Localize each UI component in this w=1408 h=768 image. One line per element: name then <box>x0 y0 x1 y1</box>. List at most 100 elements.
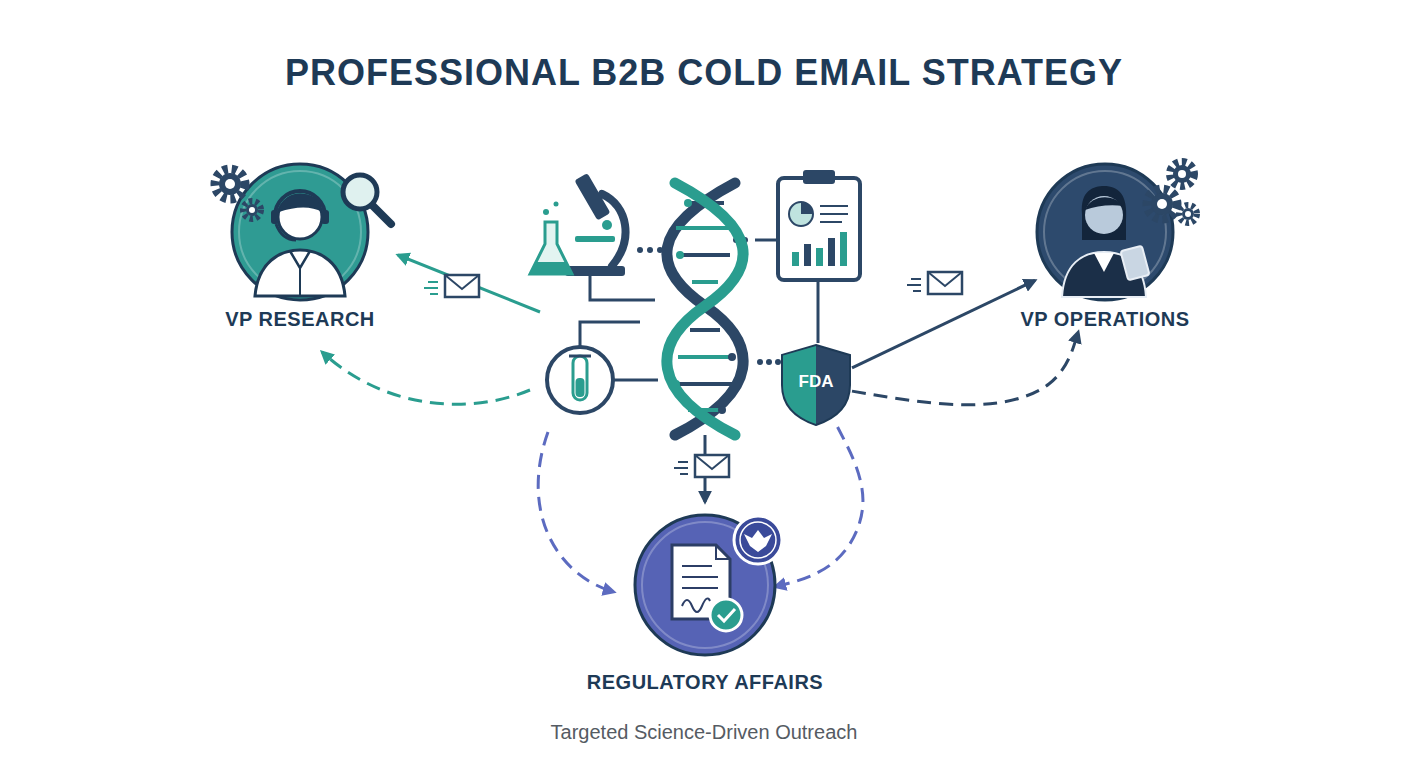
node-label: REGULATORY AFFAIRS <box>587 671 823 694</box>
envelope-icon <box>674 455 729 477</box>
seal-icon <box>734 516 782 564</box>
connector-wires <box>637 247 643 253</box>
envelope-icon <box>445 275 479 289</box>
shield-label: FDA <box>780 372 852 392</box>
gear-icon <box>1170 162 1194 186</box>
document-icon <box>672 545 730 619</box>
document-icon <box>682 576 718 578</box>
document-icon <box>716 545 730 559</box>
gear-icon <box>1179 205 1197 223</box>
connector-wires <box>657 247 663 253</box>
dna-helix <box>692 280 718 284</box>
gear-icon <box>219 173 241 195</box>
dna-helix <box>667 183 743 435</box>
test-tube-icon <box>576 378 585 397</box>
gear-icon <box>215 169 261 219</box>
test-tube-icon <box>573 356 587 400</box>
envelope-icon <box>424 275 479 297</box>
outreach-connector <box>852 280 1035 367</box>
envelope-icon <box>928 272 962 294</box>
flask-icon <box>530 202 572 275</box>
clipboard-icon <box>792 252 799 266</box>
envelope-icon <box>907 279 921 291</box>
outreach-arrows <box>538 432 614 592</box>
document-icon <box>682 565 712 567</box>
executive-icon <box>1062 252 1146 297</box>
executive-icon <box>1094 253 1114 272</box>
gear-icon <box>246 204 258 216</box>
outreach-connector <box>775 427 863 587</box>
gear-icon <box>225 179 235 189</box>
document-icon <box>682 598 710 612</box>
dna-helix <box>667 183 743 435</box>
diagram-caption: Targeted Science-Driven Outreach <box>0 721 1408 744</box>
document-icon <box>682 587 718 589</box>
microscope-icon <box>574 173 610 220</box>
outreach-arrows <box>398 255 540 312</box>
clipboard-icon <box>820 205 848 207</box>
envelope-icon <box>424 282 438 294</box>
flask-icon <box>554 202 559 207</box>
executive-icon <box>1085 196 1123 234</box>
envelope-icon <box>445 275 479 297</box>
connector-wires <box>580 322 640 347</box>
microscope-icon <box>565 266 625 276</box>
gear-icon <box>1173 165 1191 183</box>
connector-wires <box>647 247 653 253</box>
circle-ring <box>239 171 361 293</box>
envelope-icon <box>674 462 688 474</box>
magnifier-icon <box>343 175 391 224</box>
clipboard-icon <box>801 202 813 214</box>
envelope-icon <box>695 455 729 469</box>
circle-outline <box>230 162 370 302</box>
outreach-connector <box>852 332 1078 405</box>
test-tube-icon <box>547 347 613 413</box>
connector-wires <box>755 239 778 242</box>
gear-icon <box>1147 162 1197 223</box>
flask-icon <box>543 209 549 215</box>
circle-outline <box>1035 162 1175 302</box>
gear-icon <box>1151 193 1173 215</box>
check-badge <box>710 599 742 631</box>
dna-helix <box>676 382 734 386</box>
flask-icon <box>530 262 572 274</box>
document-icon <box>672 545 730 619</box>
magnifier-icon <box>372 205 391 224</box>
circle-ring <box>642 522 768 648</box>
clipboard-icon <box>816 248 823 266</box>
dna-helix <box>730 224 738 232</box>
connector-wires <box>775 359 781 365</box>
clipboard-icon <box>820 213 848 215</box>
researcher-icon <box>255 191 345 296</box>
clipboard-icon <box>803 170 835 184</box>
dna-helix <box>676 251 684 259</box>
connector-wires <box>590 276 655 300</box>
gear-icon <box>243 201 261 219</box>
outreach-arrows <box>322 255 705 592</box>
researcher-icon <box>321 210 329 224</box>
persona-circle: VP OPERATIONS <box>1035 162 1175 332</box>
gear-icon <box>1185 211 1191 217</box>
dna-helix <box>672 380 680 388</box>
fda-shield: FDA <box>780 343 852 427</box>
gear-icon <box>215 169 245 199</box>
executive-icon <box>1062 186 1150 297</box>
diagram-title: PROFESSIONAL B2B COLD EMAIL STRATEGY <box>0 52 1408 94</box>
connector-wires <box>766 359 772 365</box>
node-label: VP OPERATIONS <box>1020 308 1189 331</box>
flask-icon <box>530 222 572 274</box>
connector-wires <box>817 280 820 343</box>
microscope-icon <box>575 236 615 242</box>
connector-wires <box>757 359 763 365</box>
check-badge <box>710 599 742 631</box>
connector-wires <box>742 237 748 243</box>
microscope-icon <box>602 194 625 266</box>
envelope-icon <box>907 272 962 294</box>
outreach-arrows <box>704 435 707 502</box>
circle-outline <box>1037 164 1173 300</box>
envelope-icon <box>695 455 729 477</box>
researcher-icon <box>275 191 325 216</box>
clipboard-icon <box>778 170 860 280</box>
dna-helix <box>718 406 726 414</box>
